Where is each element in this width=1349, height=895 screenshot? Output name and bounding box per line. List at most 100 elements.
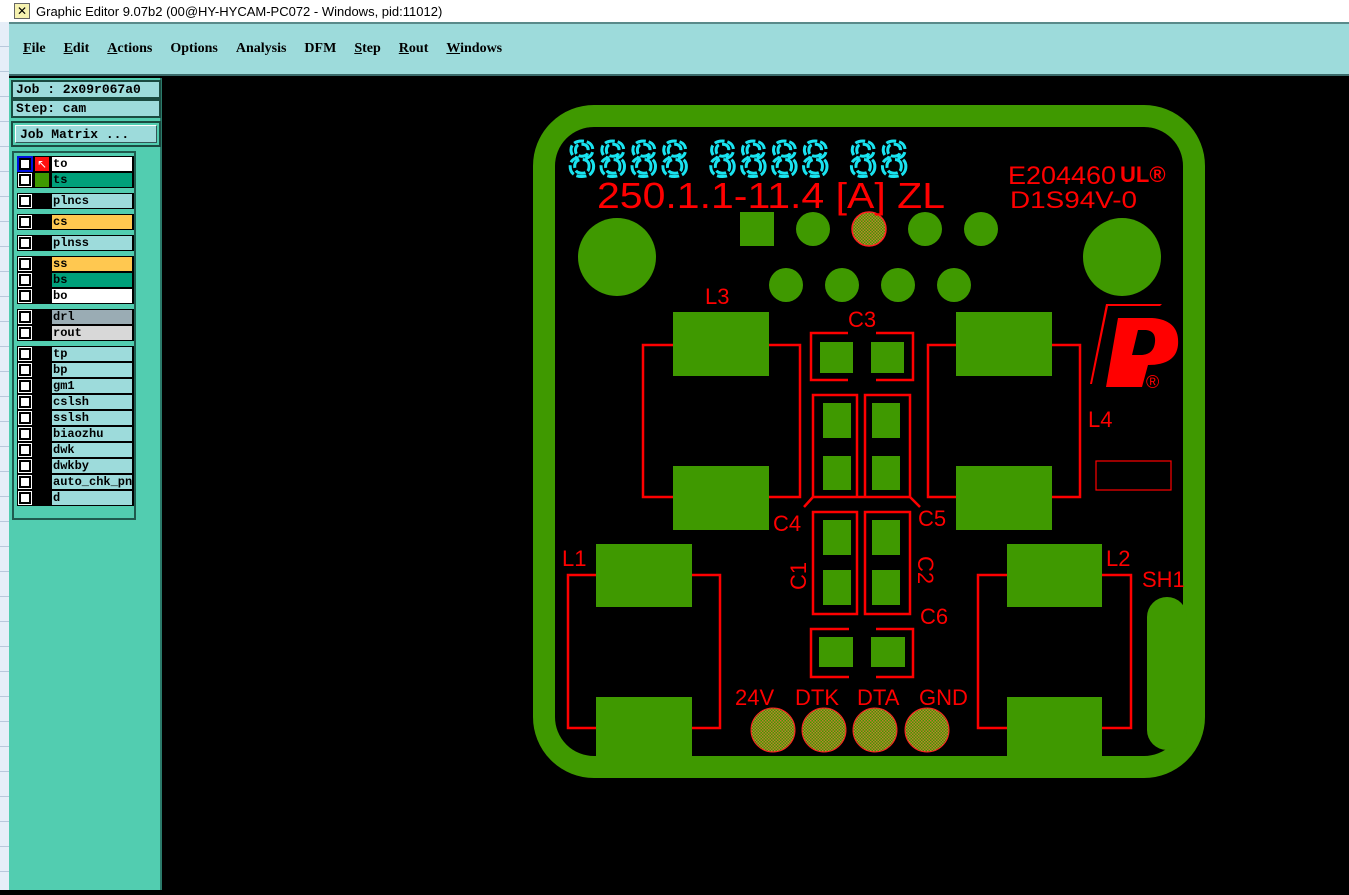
layer-checkbox[interactable]: [18, 347, 32, 361]
layer-name[interactable]: tp: [52, 347, 132, 361]
layer-name[interactable]: bs: [52, 273, 132, 287]
layer-row-sslsh[interactable]: sslsh: [17, 410, 134, 426]
pin-dtk: [801, 707, 847, 753]
layer-checkbox[interactable]: [18, 379, 32, 393]
layer-checkbox[interactable]: [17, 156, 33, 172]
menu-options[interactable]: Options: [170, 41, 218, 56]
pad: [825, 268, 859, 302]
layer-checkbox[interactable]: [18, 289, 32, 303]
refdes-c1: C1: [786, 562, 811, 590]
layer-name[interactable]: to: [52, 157, 132, 171]
layer-row-bo[interactable]: bo: [17, 288, 134, 304]
layer-name[interactable]: d: [52, 491, 132, 505]
menu-dfm[interactable]: DFM: [304, 41, 337, 56]
layer-checkbox[interactable]: [18, 443, 32, 457]
menu-actions[interactable]: Actions: [107, 41, 153, 56]
layer-name[interactable]: drl: [52, 310, 132, 324]
menu-windows[interactable]: Windows: [446, 41, 503, 56]
layer-row-cs[interactable]: cs: [17, 214, 134, 230]
layer-row-d[interactable]: d: [17, 490, 134, 506]
job-matrix-label: Job Matrix ...: [15, 125, 157, 143]
layer-name[interactable]: auto_chk_pnl: [52, 475, 132, 489]
layer-row-gm1[interactable]: gm1: [17, 378, 134, 394]
pin-label-dtk: DTK: [795, 685, 839, 710]
graphic-canvas[interactable]: 8888 8888 88 250.1.1-11.4 [A] ZL E204460…: [162, 78, 1349, 890]
layer-row-bp[interactable]: bp: [17, 362, 134, 378]
layer-name[interactable]: ss: [52, 257, 132, 271]
refdes-l1: L1: [562, 546, 586, 571]
pcb-view: 8888 8888 88 250.1.1-11.4 [A] ZL E204460…: [533, 105, 1205, 778]
pad-selected: [851, 211, 887, 247]
layer-name[interactable]: cs: [52, 215, 132, 229]
svg-text:®: ®: [1146, 372, 1159, 392]
layer-name[interactable]: plncs: [52, 194, 132, 208]
ul-number: E204460: [1008, 162, 1116, 190]
shield-slot: [1147, 597, 1187, 750]
layer-row-drl[interactable]: drl: [17, 309, 134, 325]
layer-checkbox[interactable]: [18, 326, 32, 340]
layer-row-to[interactable]: ↖to: [17, 156, 134, 172]
layer-row-plnss[interactable]: plnss: [17, 235, 134, 251]
layer-row-biaozhu[interactable]: biaozhu: [17, 426, 134, 442]
refdes-c6: C6: [920, 604, 948, 629]
pin-label-24v: 24V: [735, 685, 774, 710]
window-title: Graphic Editor 9.07b2 (00@HY-HYCAM-PC072…: [36, 3, 443, 19]
layer-checkbox[interactable]: [18, 236, 32, 250]
layer-name[interactable]: dwk: [52, 443, 132, 457]
layer-row-dwkby[interactable]: dwkby: [17, 458, 134, 474]
layer-row-ss[interactable]: ss: [17, 256, 134, 272]
x-app-icon: ✕: [14, 3, 30, 19]
layer-name[interactable]: biaozhu: [52, 427, 132, 441]
layer-checkbox[interactable]: [18, 194, 32, 208]
layer-checkbox[interactable]: [18, 310, 32, 324]
menu-analysis[interactable]: Analysis: [235, 41, 287, 56]
layer-row-plncs[interactable]: plncs: [17, 193, 134, 209]
pin-label-gnd: GND: [919, 685, 968, 710]
layer-checkbox[interactable]: [18, 475, 32, 489]
layer-checkbox[interactable]: [18, 173, 32, 187]
refdes-l4: L4: [1088, 407, 1112, 432]
material-rating: D1S94V-0: [1010, 187, 1137, 214]
layer-row-ts[interactable]: ts: [17, 172, 134, 188]
layer-checkbox[interactable]: [18, 363, 32, 377]
layer-name[interactable]: cslsh: [52, 395, 132, 409]
refdes-c2: C2: [913, 556, 938, 584]
refdes-c5: C5: [918, 506, 946, 531]
pin-gnd: [904, 707, 950, 753]
menu-rout[interactable]: Rout: [398, 41, 429, 56]
layer-row-bs[interactable]: bs: [17, 272, 134, 288]
menu-step[interactable]: Step: [354, 41, 381, 56]
layer-name[interactable]: gm1: [52, 379, 132, 393]
layer-name[interactable]: rout: [52, 326, 132, 340]
layer-row-cslsh[interactable]: cslsh: [17, 394, 134, 410]
layer-name[interactable]: ts: [52, 173, 132, 187]
layer-checkbox[interactable]: [18, 257, 32, 271]
layer-checkbox[interactable]: [18, 395, 32, 409]
job-matrix-button[interactable]: Job Matrix ...: [11, 121, 161, 147]
manufacturer-logo: ®: [1090, 304, 1179, 392]
pad-l1: [596, 697, 692, 760]
layer-row-rout[interactable]: rout: [17, 325, 134, 341]
layer-row-tp[interactable]: tp: [17, 346, 134, 362]
menu-file[interactable]: File: [23, 41, 46, 56]
layer-checkbox[interactable]: [18, 215, 32, 229]
left-panel: Job : 2x09r067a0 Step: cam Job Matrix ..…: [9, 78, 162, 890]
pad: [881, 268, 915, 302]
layer-name[interactable]: bo: [52, 289, 132, 303]
background-window-strip: [0, 22, 9, 890]
layer-name[interactable]: bp: [52, 363, 132, 377]
menu-bar: File Edit Actions Options Analysis DFM Step Rou…: [9, 22, 1349, 76]
layer-checkbox[interactable]: [18, 411, 32, 425]
layer-checkbox[interactable]: [18, 459, 32, 473]
layer-name[interactable]: dwkby: [52, 459, 132, 473]
layer-checkbox[interactable]: [18, 273, 32, 287]
layer-name[interactable]: plnss: [52, 236, 132, 250]
layer-checkbox[interactable]: [18, 491, 32, 505]
layer-checkbox[interactable]: [18, 427, 32, 441]
layer-name[interactable]: sslsh: [52, 411, 132, 425]
part-number: 250.1.1-11.4 [A] ZL: [597, 175, 945, 216]
layer-row-dwk[interactable]: dwk: [17, 442, 134, 458]
menu-edit[interactable]: Edit: [63, 41, 90, 56]
layer-row-auto_chk_pnl[interactable]: auto_chk_pnl: [17, 474, 134, 490]
